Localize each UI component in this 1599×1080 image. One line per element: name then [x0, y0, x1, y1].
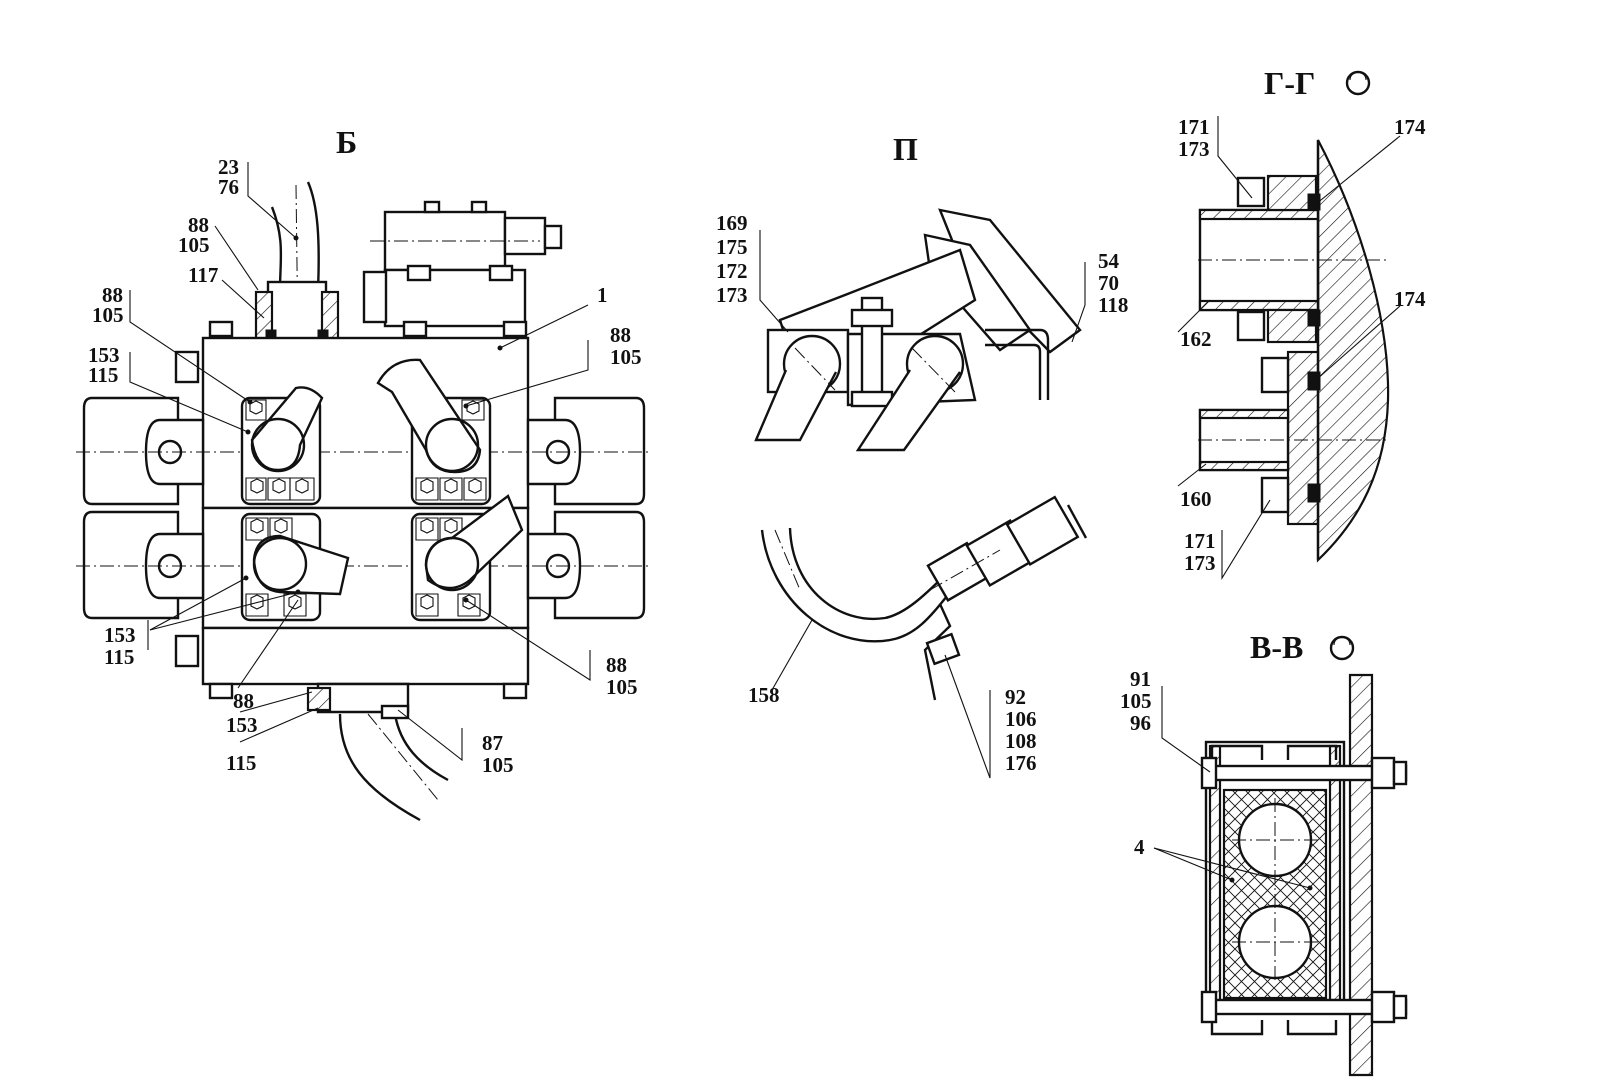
callout-162: 162: [1180, 327, 1212, 351]
view-vv: В-В 91 1: [1120, 629, 1408, 1077]
callout-76: 76: [218, 175, 239, 199]
callout-88: 88: [102, 283, 123, 307]
view-p-title: П: [893, 131, 918, 167]
callout-105: 105: [178, 233, 210, 257]
view-b-title: Б: [336, 124, 357, 160]
callout-88: 88: [606, 653, 627, 677]
callout-1: 1: [597, 283, 608, 307]
callout-87: 87: [482, 731, 503, 755]
callout-92: 92: [1005, 685, 1026, 709]
callout-173: 173: [1184, 551, 1216, 575]
callout-174: 174: [1394, 287, 1426, 311]
callout-153: 153: [88, 343, 120, 367]
callout-88: 88: [188, 213, 209, 237]
callout-70: 70: [1098, 271, 1119, 295]
callout-105: 105: [606, 675, 638, 699]
callout-172: 172: [716, 259, 748, 283]
callout-153: 153: [104, 623, 136, 647]
callout-115: 115: [88, 363, 118, 387]
callout-88: 88: [610, 323, 631, 347]
callout-105: 105: [482, 753, 514, 777]
callout-171: 171: [1184, 529, 1216, 553]
callout-169: 169: [716, 211, 748, 235]
callout-108: 108: [1005, 729, 1037, 753]
callout-106: 106: [1005, 707, 1037, 731]
callout-174: 174: [1394, 115, 1426, 139]
callout-115: 115: [104, 645, 134, 669]
callout-115: 115: [226, 751, 256, 775]
callout-117: 117: [188, 263, 218, 287]
callout-105: 105: [1120, 689, 1152, 713]
view-p: П: [716, 131, 1128, 779]
callout-160: 160: [1180, 487, 1212, 511]
callout-171: 171: [1178, 115, 1210, 139]
callout-88: 88: [233, 689, 254, 713]
callout-54: 54: [1098, 249, 1120, 273]
callout-4: 4: [1134, 835, 1145, 859]
callout-176: 176: [1005, 751, 1037, 775]
view-b: Б: [76, 124, 652, 822]
callout-105: 105: [610, 345, 642, 369]
callout-23: 23: [218, 155, 239, 179]
view-gg-title: Г-Г: [1264, 65, 1315, 101]
callout-118: 118: [1098, 293, 1128, 317]
circle-rotation-icon: [1345, 70, 1371, 96]
callout-175: 175: [716, 235, 748, 259]
callout-173: 173: [716, 283, 748, 307]
callout-173: 173: [1178, 137, 1210, 161]
callout-158: 158: [748, 683, 780, 707]
view-gg: Г-Г 17: [1177, 65, 1426, 580]
circle-rotation-icon: [1329, 635, 1355, 661]
callout-153: 153: [226, 713, 258, 737]
callout-96: 96: [1130, 711, 1151, 735]
callout-105: 105: [92, 303, 124, 327]
view-vv-title: В-В: [1250, 629, 1303, 665]
callout-91: 91: [1130, 667, 1151, 691]
